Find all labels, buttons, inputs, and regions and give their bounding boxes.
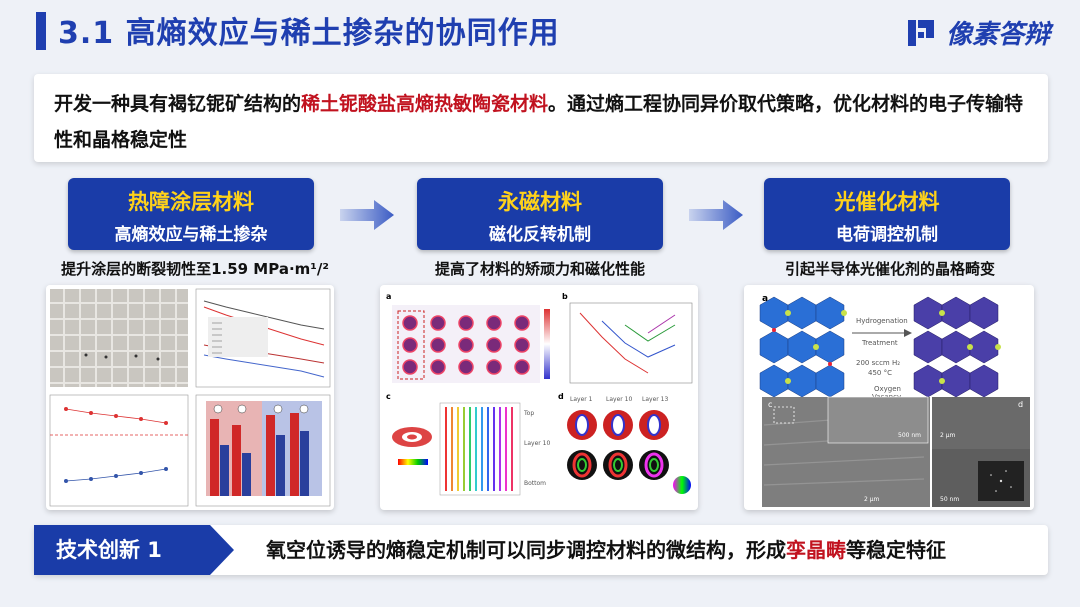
intro-text-post: 。通过熵工程协同异价取代策略，优化材料的电子传输特性和晶格稳定性	[54, 93, 1024, 151]
permanent-magnet-figure: a b c	[386, 292, 693, 496]
layer-stack: Top Layer 10 Bottom	[439, 402, 550, 496]
label-layer10: Layer 10	[524, 440, 550, 447]
title-accent-bar	[36, 12, 46, 50]
label-bottom: Bottom	[524, 480, 546, 487]
page-title: 3.1 高熵效应与稀土掺杂的协同作用	[58, 16, 560, 51]
fig-label-c: c	[386, 392, 391, 401]
intro-highlight: 稀土铌酸盐高熵热敏陶瓷材料	[301, 93, 549, 115]
label-hydrogenation: Hydrogenation	[856, 317, 908, 325]
label-condition2: 450 °C	[868, 369, 892, 377]
brand-logo: 像素答辩	[906, 14, 1050, 51]
fig3-label-c: c	[768, 400, 772, 409]
label-layer13: Layer 13	[642, 396, 668, 403]
label-layer10-d: Layer 10	[606, 396, 632, 403]
label-oxygen: Oxygen	[874, 385, 901, 393]
label-layer1: Layer 1	[570, 396, 593, 403]
card-subtitle: 高熵效应与稀土掺杂	[114, 225, 268, 245]
innovation-text-post: 等稳定特征	[846, 538, 946, 562]
innovation-highlight: 孪晶畴	[786, 538, 846, 562]
card-subtitle: 磁化反转机制	[489, 225, 591, 245]
scale-bar-2um-b: 2 μm	[940, 432, 956, 439]
fig-label-d: d	[558, 392, 564, 401]
label-condition1: 200 sccm H₂	[856, 359, 900, 367]
scale-bar-500nm: 500 nm	[898, 432, 921, 439]
arrow-right-icon	[340, 200, 394, 230]
title-bar: 3.1 高熵效应与稀土掺杂的协同作用 像素答辩	[0, 0, 1080, 68]
card-title: 光催化材料	[834, 190, 940, 214]
photocatalyst-figure: a Hydrogenation Treatment 200 sccm H₂ 45…	[759, 294, 1030, 507]
card-title: 永磁材料	[498, 190, 582, 214]
card-caption-permanent-magnet: 提高了材料的矫顽力和磁化性能	[434, 260, 645, 278]
fig-label-b: b	[562, 292, 568, 301]
domain-images	[567, 410, 691, 494]
scale-bar-2um: 2 μm	[864, 496, 880, 503]
innovation-text: 氧空位诱导的熵稳定机制可以同步调控材料的微结构，形成孪晶畴等稳定特征	[266, 525, 946, 575]
arrow-right-icon	[689, 200, 743, 230]
card-header-photocatalyst: 光催化材料 电荷调控机制	[764, 178, 1010, 250]
crystal-structure-right	[913, 296, 1001, 398]
figure-panel-permanent-magnet: a b c	[380, 285, 698, 510]
logo-mark-icon	[906, 16, 940, 50]
label-treatment: Treatment	[861, 339, 898, 347]
innovation-text-pre: 氧空位诱导的熵稳定机制可以同步调控材料的微结构，形成	[266, 538, 786, 562]
figure-panel-photocatalyst: a Hydrogenation Treatment 200 sccm H₂ 45…	[744, 285, 1034, 510]
crystal-structure-left	[759, 296, 847, 398]
card-subtitle: 电荷调控机制	[836, 225, 938, 245]
card-header-permanent-magnet: 永磁材料 磁化反转机制	[417, 178, 663, 250]
logo-text: 像素答辩	[945, 20, 1050, 50]
fig3-label-a: a	[762, 294, 768, 304]
scale-bar-50nm: 50 nm	[940, 496, 959, 503]
label-top: Top	[523, 410, 534, 417]
figure-panel-thermal-barrier	[46, 285, 334, 510]
card-header-thermal-barrier: 热障涂层材料 高熵效应与稀土掺杂	[68, 178, 314, 250]
thermal-barrier-figure	[49, 288, 331, 507]
intro-text-pre: 开发一种具有褐钇铌矿结构的	[54, 93, 302, 115]
card-caption-thermal-barrier: 提升涂层的断裂韧性至1.59 MPa·m¹/²	[61, 260, 329, 278]
intro-box: 开发一种具有褐钇铌矿结构的稀土铌酸盐高熵热敏陶瓷材料。通过熵工程协同异价取代策略…	[34, 74, 1048, 162]
fig-label-a: a	[386, 292, 391, 301]
card-caption-photocatalyst: 引起半导体光催化剂的晶格畸变	[784, 260, 995, 278]
innovation-footer: 技术创新 1 氧空位诱导的熵稳定机制可以同步调控材料的微结构，形成孪晶畴等稳定特…	[34, 525, 1048, 575]
fig3-label-d: d	[1018, 400, 1023, 409]
card-title: 热障涂层材料	[128, 190, 254, 214]
skyrmion-array	[397, 310, 530, 380]
innovation-tag: 技术创新 1	[34, 525, 234, 575]
